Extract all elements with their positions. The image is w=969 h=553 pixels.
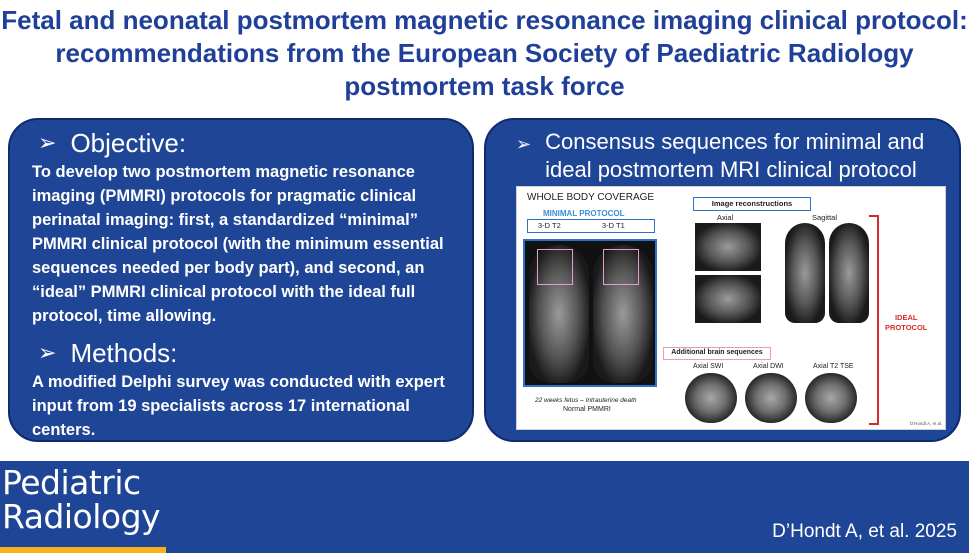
brand-line-2: Radiology bbox=[2, 497, 161, 536]
sagittal-reconstruction-image bbox=[785, 223, 825, 323]
fetus-caption: 22 weeks fetus – Intrauterine death bbox=[535, 397, 637, 404]
ideal-protocol-label: IDEAL PROTOCOL bbox=[885, 313, 928, 332]
sagittal-label: Sagittal bbox=[812, 213, 838, 222]
consensus-heading-line-1: Consensus sequences for minimal and bbox=[545, 129, 925, 154]
arrow-bullet-icon: ➢ bbox=[38, 130, 57, 155]
objective-heading-label: Objective: bbox=[70, 128, 187, 158]
figure-credit: D'Hondt A, et al. bbox=[910, 421, 943, 426]
consensus-heading-line-2: ideal postmortem MRI clinical protocol bbox=[545, 157, 917, 182]
objective-heading: ➢ Objective: bbox=[38, 128, 454, 158]
ideal-protocol-bracket bbox=[869, 215, 879, 425]
axial-label: Axial bbox=[717, 213, 734, 222]
axial-t2-tse-brain-image bbox=[805, 373, 857, 423]
methods-heading-label: Methods: bbox=[70, 338, 178, 368]
axial-swi-label: Axial SWI bbox=[693, 363, 724, 370]
sagittal-reconstruction-image bbox=[829, 223, 869, 323]
consensus-panel: ➢ Consensus sequences for minimal and id… bbox=[484, 118, 961, 442]
arrow-bullet-icon: ➢ bbox=[516, 134, 532, 154]
normal-pmmri-caption: Normal PMMRI bbox=[563, 406, 611, 413]
brain-roi-box bbox=[603, 249, 639, 285]
seq-t2-label: 3-D T2 bbox=[538, 221, 561, 230]
citation: D’Hondt A, et al. 2025 bbox=[772, 521, 957, 542]
axial-t2-tse-label: Axial T2 TSE bbox=[813, 363, 854, 370]
objective-text: To develop two postmortem magnetic reson… bbox=[32, 163, 444, 325]
minimal-sequences-box: 3-D T2 3-D T1 bbox=[527, 219, 655, 233]
axial-dwi-brain-image bbox=[745, 373, 797, 423]
methods-heading: ➢ Methods: bbox=[38, 338, 454, 368]
title-line-3: postmortem task force bbox=[344, 71, 625, 101]
image-reconstructions-label: Image reconstructions bbox=[693, 197, 811, 211]
page-title: Fetal and neonatal postmortem magnetic r… bbox=[0, 4, 969, 103]
brand-line-1: Pediatric bbox=[2, 463, 141, 502]
brand-accent-bar bbox=[0, 547, 166, 553]
axial-reconstruction-image bbox=[695, 223, 761, 271]
footer-bar: Pediatric Radiology bbox=[0, 461, 969, 553]
axial-swi-brain-image bbox=[685, 373, 737, 423]
protocol-figure: WHOLE BODY COVERAGE MINIMAL PROTOCOL 3-D… bbox=[516, 186, 946, 430]
consensus-heading: ➢ Consensus sequences for minimal and id… bbox=[516, 128, 924, 184]
whole-body-coverage-label: WHOLE BODY COVERAGE bbox=[527, 192, 655, 203]
axial-dwi-label: Axial DWI bbox=[753, 363, 784, 370]
seq-t1-label: 3-D T1 bbox=[602, 221, 625, 230]
axial-reconstruction-image bbox=[695, 275, 761, 323]
journal-logo: Pediatric Radiology bbox=[2, 463, 161, 536]
whole-body-scans bbox=[523, 239, 657, 387]
title-line-2: recommendations from the European Societ… bbox=[55, 38, 914, 68]
objective-methods-panel: ➢ Objective: To develop two postmortem m… bbox=[8, 118, 474, 442]
minimal-protocol-label: MINIMAL PROTOCOL bbox=[543, 209, 625, 218]
arrow-bullet-icon: ➢ bbox=[38, 340, 57, 365]
additional-brain-sequences-label: Additional brain sequences bbox=[663, 347, 771, 360]
title-line-1: Fetal and neonatal postmortem magnetic r… bbox=[1, 5, 968, 35]
methods-text: A modified Delphi survey was conducted w… bbox=[32, 373, 445, 439]
t2-body-scan-image bbox=[529, 245, 589, 383]
brain-roi-box bbox=[537, 249, 573, 285]
